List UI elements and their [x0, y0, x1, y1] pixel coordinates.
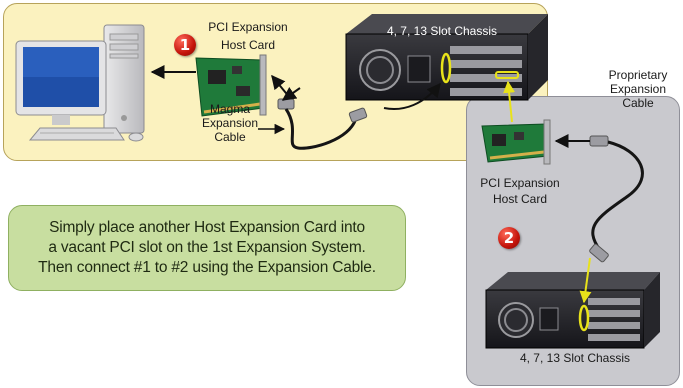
chassis-icon: [485, 272, 660, 349]
step2-cable-label-line2: Expansion: [609, 82, 667, 96]
step2-chassis-label: 4, 7, 13 Slot Chassis: [519, 351, 631, 365]
expansion-cable-icon: [277, 98, 368, 150]
step1-chassis-label: 4, 7, 13 Slot Chassis: [386, 24, 498, 38]
step2-cable-label-line1: Proprietary: [608, 68, 668, 82]
step2-cable-label: Proprietary Expansion Cable: [596, 68, 680, 110]
step1-card-label-line1: PCI Expansion: [208, 20, 288, 34]
desktop-computer-icon: [15, 24, 145, 142]
pci-card-icon: [195, 54, 267, 117]
step1-cable-label-line3: Cable: [214, 130, 246, 144]
expansion-cable-icon: [589, 135, 644, 263]
step2-card-label: PCI Expansion Host Card: [470, 176, 570, 206]
step-2-badge: 2: [498, 227, 520, 249]
instruction-line-2: a vacant PCI slot on the 1st Expansion S…: [48, 239, 366, 256]
step2-cable-label-line3: Cable: [622, 96, 654, 110]
step1-cable-label-line2: Expansion: [201, 116, 259, 130]
chassis-icon: [345, 14, 548, 101]
step-1-badge: 1: [174, 34, 196, 56]
step1-card-label: PCI Expansion Host Card: [202, 20, 294, 52]
step1-cable-label-line1: Magma: [209, 102, 250, 116]
pci-card-icon: [481, 119, 551, 165]
instruction-line-3: Then connect #1 to #2 using the Expansio…: [38, 259, 376, 276]
instruction-line-1: Simply place another Host Expansion Card…: [49, 219, 365, 236]
step2-card-label-line2: Host Card: [492, 192, 548, 206]
step1-card-label-line2: Host Card: [220, 38, 276, 52]
step2-card-label-line1: PCI Expansion: [480, 176, 560, 190]
flow-arrows: [150, 65, 592, 304]
step1-cable-label: Magma Expansion Cable: [196, 102, 264, 144]
instruction-note: Simply place another Host Expansion Card…: [8, 205, 406, 291]
